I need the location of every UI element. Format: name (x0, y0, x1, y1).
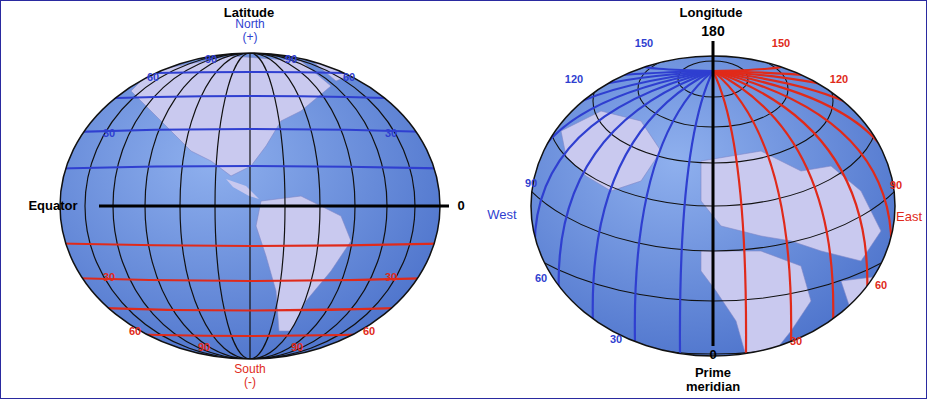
land (561, 111, 901, 356)
prime-meridian-label: Prime meridian (686, 366, 740, 395)
latitude-circles (413, 1, 927, 354)
longitude-number: 60 (875, 279, 887, 291)
latitude-number: 60 (363, 325, 375, 337)
latitude-lines (41, 72, 461, 336)
longitude-number: 150 (772, 37, 790, 49)
longitude-number: 120 (565, 73, 583, 85)
longitude-number: 150 (635, 37, 653, 49)
latitude-number: 90 (198, 341, 210, 353)
latitude-number: 30 (103, 271, 115, 283)
direction-label: East (896, 210, 922, 224)
latitude-number: 0 (457, 199, 464, 213)
panel-title: Longitude (680, 6, 743, 20)
latitude-number: 60 (129, 325, 141, 337)
longitude-number: 120 (830, 73, 848, 85)
prime-meridian-line (712, 41, 715, 346)
latitude-number: 90 (285, 53, 297, 65)
latitude-number: 30 (385, 127, 397, 139)
longitude-number: 30 (610, 333, 622, 345)
longitude-number: 90 (890, 179, 902, 191)
hemisphere-label: South (-) (234, 363, 265, 389)
latitude-number: 30 (385, 271, 397, 283)
latitude-number: 60 (343, 71, 355, 83)
longitude-number: 90 (525, 177, 537, 189)
latitude-number: 60 (147, 71, 159, 83)
latitude-number: 90 (291, 341, 303, 353)
hemisphere-label: North (+) (235, 18, 264, 44)
latitude-number: 30 (103, 127, 115, 139)
longitude-number: 30 (790, 335, 802, 347)
land (131, 51, 361, 331)
longitude-number: 0 (709, 348, 716, 362)
equator-label: Equator (28, 199, 77, 213)
latitude-number: 90 (205, 53, 217, 65)
longitude-number: 60 (535, 272, 547, 284)
direction-label: West (487, 208, 516, 222)
equator-line (99, 205, 449, 208)
longitude-number: 180 (701, 24, 724, 39)
